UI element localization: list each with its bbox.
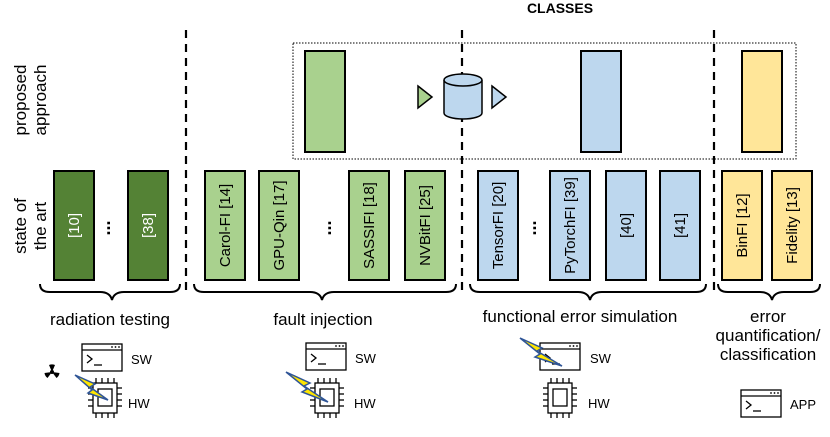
lightning-bolt-icon xyxy=(519,337,563,367)
bar-label-functional-error-simulation-3: [41] xyxy=(672,213,689,238)
lightning-bolt-icon xyxy=(285,371,329,403)
bar-functional-error-simulation-2 xyxy=(605,170,647,281)
bar-label-fault-injection-1: GPU-Qin [17] xyxy=(271,180,288,270)
microchip-icon xyxy=(310,378,344,418)
brace-fault-injection xyxy=(193,283,457,301)
proposed-block-functional-simulation xyxy=(580,50,622,153)
lightning-bolt-icon xyxy=(74,374,109,401)
category-label-error-line1: error xyxy=(750,307,786,326)
category-label-error-line3: classification xyxy=(720,345,816,364)
category-label-functional-simulation: functional error simulation xyxy=(483,307,678,326)
bar-label-fault-injection-3: NVBitFI [25] xyxy=(417,185,434,266)
row-label-proposed-line1: proposed xyxy=(11,65,30,136)
bar-label-functional-error-simulation-0: TensorFI [20] xyxy=(490,182,507,270)
category-label-fault-injection: fault injection xyxy=(273,310,372,329)
bar-label-fault-injection-0: Carol-FI [14] xyxy=(217,184,234,267)
sw-label-fault-injection: SW xyxy=(355,351,377,366)
row-label-state-line1: state of xyxy=(11,198,30,254)
triangle-arrow-icon xyxy=(491,84,508,110)
bar-label-error-quantification-0: BinFI [12] xyxy=(734,193,751,257)
row-label-state: state of xyxy=(11,198,30,254)
bar-error-quantification-0 xyxy=(721,170,763,281)
bar-label-radiation-1: [38] xyxy=(140,213,157,238)
diagram-title: CLASSES xyxy=(527,0,593,16)
microchip-icon xyxy=(88,378,122,418)
bar-functional-error-simulation-0 xyxy=(477,170,519,281)
app-label: APP xyxy=(790,397,816,412)
row-label-proposed-2: approach xyxy=(31,65,50,136)
bar-label-fault-injection-2: SASSIFI [18] xyxy=(361,182,378,269)
ellipsis-functional-simulation: ... xyxy=(520,220,540,235)
terminal-window-icon xyxy=(305,342,347,371)
bar-fault-injection-0 xyxy=(204,170,246,281)
row-label-state-2: the art xyxy=(31,202,50,250)
bar-label-functional-error-simulation-1: PyTorchFI [39] xyxy=(562,177,579,274)
terminal-window-icon xyxy=(740,389,782,418)
triangle-arrow-icon xyxy=(417,84,434,110)
bar-fault-injection-3 xyxy=(404,170,446,281)
proposed-approach-frame xyxy=(292,42,797,160)
proposed-block-error-quantification xyxy=(741,50,783,153)
brace-error-quantification xyxy=(717,283,821,301)
row-label-state-line2: the art xyxy=(31,202,50,250)
bar-error-quantification-1 xyxy=(771,170,813,281)
sw-label-radiation: SW xyxy=(131,352,153,367)
row-label-proposed-line2: approach xyxy=(31,65,50,136)
category-label-radiation: radiation testing xyxy=(50,310,170,329)
bar-functional-error-simulation-1 xyxy=(549,170,591,281)
row-label-proposed: proposed xyxy=(11,65,30,136)
category-label-error-line2: quantification/ xyxy=(716,326,821,345)
sw-label-functional-simulation: SW xyxy=(590,351,612,366)
bar-label-radiation-0: [10] xyxy=(66,213,83,238)
database-cylinder-icon xyxy=(443,73,483,120)
proposed-block-fault-injection xyxy=(304,50,346,153)
bar-radiation-0 xyxy=(53,170,95,281)
bar-fault-injection-1 xyxy=(258,170,300,281)
microchip-icon xyxy=(543,378,577,418)
state-of-art-bars: [10] [38] Carol-FI [14] GPU-Qin [17] SASSIFI… xyxy=(53,170,813,281)
bar-label-error-quantification-1: Fidelity [13] xyxy=(784,187,801,264)
hw-label-radiation: HW xyxy=(128,396,150,411)
hw-label-functional-simulation: HW xyxy=(588,396,610,411)
terminal-window-icon xyxy=(81,343,123,372)
bar-functional-error-simulation-3 xyxy=(659,170,701,281)
hw-label-fault-injection: HW xyxy=(354,396,376,411)
bar-radiation-1 xyxy=(127,170,169,281)
bar-label-functional-error-simulation-2: [40] xyxy=(618,213,635,238)
radiation-icon xyxy=(44,364,60,378)
bar-fault-injection-2 xyxy=(348,170,390,281)
ellipsis-radiation: ... xyxy=(94,220,114,235)
ellipsis-fault-injection: ... xyxy=(315,220,335,235)
brace-radiation xyxy=(39,283,181,301)
brace-functional-simulation xyxy=(469,283,707,301)
